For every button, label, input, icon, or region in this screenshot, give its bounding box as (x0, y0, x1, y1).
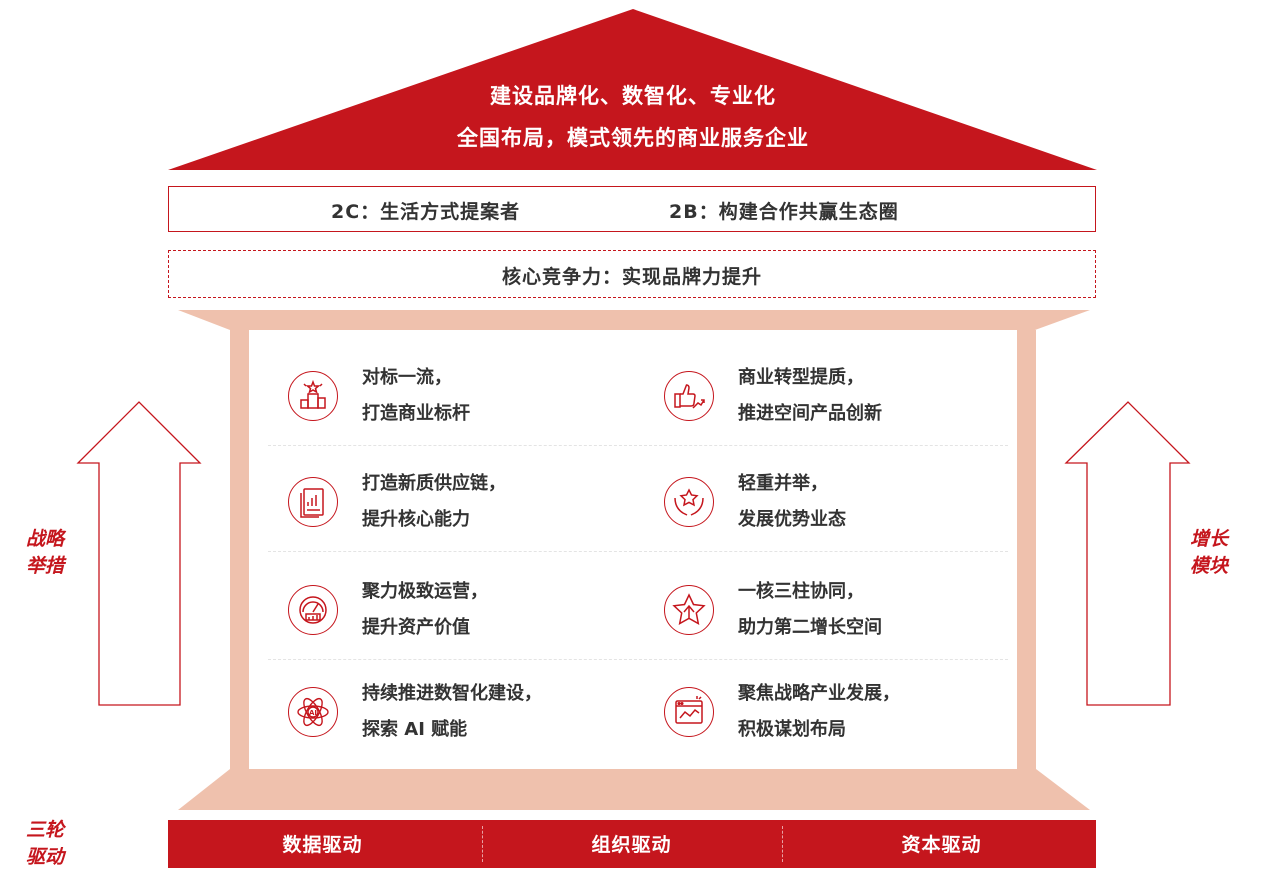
growth-label-line2: 模块 (1190, 555, 1229, 577)
roof-title-line2: 全国布局，模式领先的商业服务企业 (457, 126, 809, 150)
item-line2: 推进空间产品创新 (738, 403, 882, 424)
core-competency-text: 核心竞争力：实现品牌力提升 (501, 266, 762, 288)
item-line2: 打造商业标杆 (362, 403, 470, 424)
driver-capital: 资本驱动 (901, 834, 982, 856)
item-line1: 打造新质供应链， (362, 473, 506, 494)
browser-chart-icon (664, 687, 714, 737)
strategy-item: 商业转型提质， 推进空间产品创新 (664, 361, 994, 435)
strategy-panel (249, 331, 1017, 769)
drivers-label: 三轮 驱动 (26, 817, 64, 871)
thumbs-up-trend-icon (664, 371, 714, 421)
positioning-band: 2C：生活方式提案者 2B：构建合作共赢生态圈 (168, 186, 1096, 232)
row-divider (268, 659, 1008, 660)
strategy-item: 打造新质供应链， 提升核心能力 (288, 467, 618, 541)
svg-text:AI: AI (309, 709, 317, 717)
frame-left-pillar (230, 330, 249, 770)
drivers-label-line1: 三轮 (26, 819, 65, 841)
roof-shape (168, 9, 1097, 170)
growth-label: 增长 模块 (1190, 526, 1228, 580)
item-line2: 助力第二增长空间 (738, 617, 882, 638)
drivers-foundation: 数据驱动 组织驱动 资本驱动 (168, 820, 1096, 868)
strategy-item: 轻重并举， 发展优势业态 (664, 467, 994, 541)
item-line1: 商业转型提质， (738, 367, 864, 388)
driver-data: 数据驱动 (282, 834, 363, 856)
trophy-podium-icon (288, 371, 338, 421)
item-line1: 聚焦战略产业发展， (738, 683, 900, 704)
strategy-label-line1: 战略 (26, 528, 65, 550)
driver-divider (482, 826, 483, 862)
row-divider (268, 445, 1008, 446)
report-chart-icon (288, 477, 338, 527)
growth-label-line1: 增长 (1190, 528, 1229, 550)
drivers-label-line2: 驱动 (26, 846, 65, 868)
core-competency-band: 核心竞争力：实现品牌力提升 (168, 250, 1096, 298)
hands-star-icon (664, 477, 714, 527)
item-line2: 发展优势业态 (738, 509, 846, 530)
strategy-label: 战略 举措 (26, 526, 64, 580)
strategy-item: 一核三柱协同， 助力第二增长空间 (664, 575, 994, 649)
item-line1: 持续推进数智化建设， (362, 683, 542, 704)
left-up-arrow (76, 401, 202, 706)
item-line1: 对标一流， (362, 367, 452, 388)
item-line2: 探索 AI 赋能 (362, 719, 468, 740)
ai-atom-icon: AI (288, 687, 338, 737)
strategy-item: 对标一流， 打造商业标杆 (288, 361, 618, 435)
positioning-2b: 2B：构建合作共赢生态圈 (669, 201, 899, 223)
roof-title-line1: 建设品牌化、数智化、专业化 (490, 84, 776, 108)
strategy-item: 聚力极致运营， 提升资产价值 (288, 575, 618, 649)
star-arrow-up-icon (664, 585, 714, 635)
positioning-2c: 2C：生活方式提案者 (331, 201, 521, 223)
item-line2: 提升核心能力 (362, 509, 470, 530)
item-line2: 积极谋划布局 (738, 719, 846, 740)
driver-divider (782, 826, 783, 862)
frame-right-pillar (1017, 330, 1036, 770)
item-line1: 聚力极致运营， (362, 581, 488, 602)
row-divider (268, 551, 1008, 552)
strategy-label-line2: 举措 (26, 555, 65, 577)
gauge-dashboard-icon (288, 585, 338, 635)
frame-base (178, 769, 1090, 810)
frame-top-beam (178, 310, 1090, 330)
strategy-item: AI 持续推进数智化建设， 探索 AI 赋能 (288, 677, 618, 751)
item-line1: 一核三柱协同， (738, 581, 864, 602)
item-line2: 提升资产价值 (362, 617, 470, 638)
right-up-arrow (1064, 401, 1191, 706)
driver-organization: 组织驱动 (591, 834, 672, 856)
strategy-item: 聚焦战略产业发展， 积极谋划布局 (664, 677, 994, 751)
item-line1: 轻重并举， (738, 473, 828, 494)
